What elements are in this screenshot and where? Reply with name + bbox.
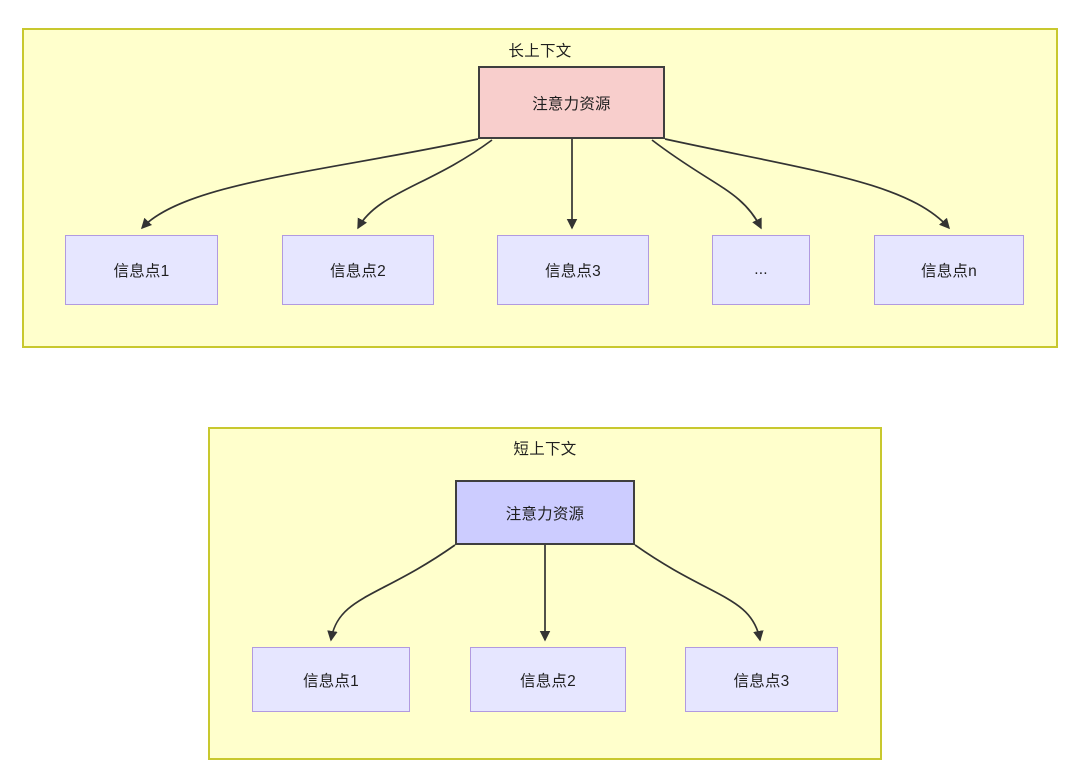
node-short-info-1[interactable]: 信息点1 xyxy=(252,647,410,712)
node-long-info-ellipsis[interactable]: ... xyxy=(712,235,810,305)
node-short-info-2[interactable]: 信息点2 xyxy=(470,647,626,712)
node-long-info-1[interactable]: 信息点1 xyxy=(65,235,218,305)
node-label: 信息点3 xyxy=(733,672,790,690)
node-long-info-n[interactable]: 信息点n xyxy=(874,235,1024,305)
panel-long-context-title: 长上下文 xyxy=(508,43,572,60)
panel-short-context-title: 短上下文 xyxy=(513,441,577,458)
node-label: ... xyxy=(754,261,768,278)
node-label: 信息点2 xyxy=(330,263,386,280)
node-long-attention-resource[interactable]: 注意力资源 xyxy=(478,66,665,139)
node-short-info-3[interactable]: 信息点3 xyxy=(685,647,838,712)
node-long-info-3[interactable]: 信息点3 xyxy=(497,235,649,305)
node-label: 注意力资源 xyxy=(532,95,611,113)
node-label: 信息点n xyxy=(921,263,977,280)
node-label: 信息点1 xyxy=(113,263,170,280)
node-label: 信息点3 xyxy=(545,263,601,280)
node-label: 注意力资源 xyxy=(505,505,585,523)
node-short-attention-resource[interactable]: 注意力资源 xyxy=(455,480,635,545)
node-long-info-2[interactable]: 信息点2 xyxy=(282,235,434,305)
node-label: 信息点1 xyxy=(303,672,359,690)
node-label: 信息点2 xyxy=(520,672,576,690)
